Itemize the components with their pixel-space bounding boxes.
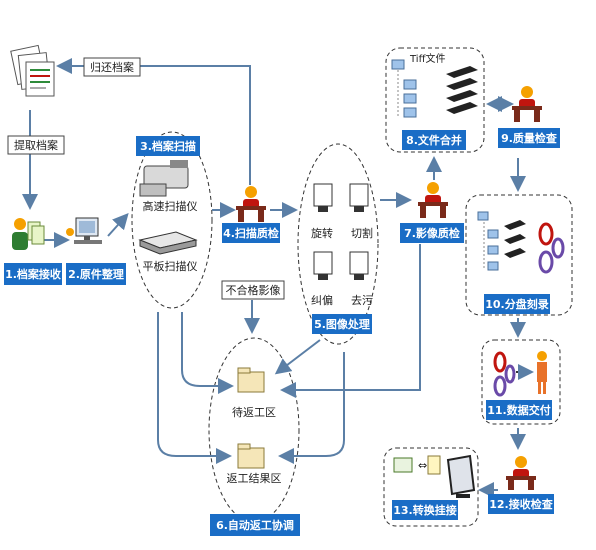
- deskew-monitor-icon: [313, 251, 333, 280]
- burn-file-tree-icon: [477, 211, 526, 271]
- burn-group-outline: [465, 194, 573, 316]
- conversion-icon: ⇔: [393, 455, 441, 475]
- step-1-label: 1.档案接收: [5, 267, 61, 281]
- unqualified-images-label: 不合格影像: [226, 283, 281, 297]
- step-9-label: 9.质量检查: [501, 131, 557, 145]
- computer-icon: [66, 217, 102, 244]
- step-7-label: 7.影像质检: [404, 226, 460, 240]
- scan-qc-person-icon: [236, 186, 266, 222]
- rework-results-folder-icon: [237, 443, 265, 469]
- tiff-files-label: Tiff文件: [409, 52, 445, 65]
- delivery-group-outline: [481, 339, 561, 425]
- return-archive-label: 归还档案: [90, 60, 134, 74]
- despeckle-label: 去污: [351, 294, 373, 307]
- crop-monitor-icon: [349, 183, 369, 212]
- step-5-label: 5.图像处理: [314, 317, 370, 331]
- archive-documents-icon: [10, 44, 55, 97]
- step-4-box: [222, 223, 280, 243]
- step-9-box: [498, 128, 560, 148]
- step-6-label: 6.自动返工协调: [216, 518, 294, 532]
- step-1-box: [4, 263, 62, 285]
- rotate-label: 旋转: [311, 226, 333, 240]
- high-speed-scanner-icon: [139, 160, 189, 197]
- deskew-label: 纠偏: [311, 293, 333, 307]
- acceptance-person-icon: [506, 456, 536, 490]
- step-3-box: [136, 136, 200, 156]
- delivery-person-icon: [537, 351, 547, 394]
- receiver-person-icon: [12, 218, 45, 250]
- step-6-box: [210, 514, 300, 536]
- step-12-box: [488, 494, 554, 514]
- disc-icon: [538, 222, 565, 274]
- image-process-group-outline: [297, 143, 379, 345]
- despeckle-monitor-icon: [349, 251, 369, 280]
- flatbed-scanner-label: 平板扫描仪: [143, 259, 198, 273]
- step-3-label: 3.档案扫描: [140, 139, 196, 153]
- step-4-label: 4.扫描质检: [223, 226, 279, 240]
- step-10-box: [484, 294, 550, 314]
- unqualified-images-callout: [221, 280, 285, 300]
- flatbed-scanner-icon: [138, 231, 198, 255]
- step-13-box: [392, 500, 458, 520]
- step-11-box: [486, 400, 552, 420]
- step-12-label: 12.接收检查: [489, 497, 553, 511]
- quality-check-person-icon: [512, 86, 542, 122]
- high-speed-scanner-label: 高速扫描仪: [143, 199, 198, 213]
- rework-group-outline: [208, 337, 300, 523]
- file-tree-icon: [391, 59, 417, 118]
- step-7-box: [400, 223, 464, 243]
- file-merge-group-outline: [385, 47, 485, 153]
- step-8-box: [402, 130, 466, 150]
- image-stack-icon: [446, 66, 478, 114]
- scanner-group-outline: [131, 131, 213, 309]
- return-archive-callout: [83, 57, 141, 77]
- svg-text:⇔: ⇔: [418, 459, 427, 472]
- image-qc-person-icon: [418, 182, 448, 218]
- pending-rework-label: 待返工区: [232, 405, 276, 419]
- delivery-discs-icon: [493, 351, 516, 397]
- step-2-box: [66, 263, 126, 285]
- step-10-label: 10.分盘刻录: [485, 297, 549, 311]
- step-5-box: [312, 314, 372, 334]
- rework-results-label: 返工结果区: [227, 472, 282, 485]
- crop-label: 切割: [351, 226, 373, 240]
- rotate-monitor-icon: [313, 183, 333, 212]
- step-13-label: 13.转换挂接: [393, 503, 457, 517]
- fetch-archive-label: 提取档案: [14, 138, 58, 152]
- attach-monitor-icon: [446, 454, 476, 498]
- step-11-label: 11.数据交付: [487, 403, 551, 417]
- fetch-archive-callout: [7, 135, 65, 155]
- step-8-label: 8.文件合并: [406, 133, 462, 147]
- step-2-label: 2.原件整理: [68, 267, 124, 281]
- pending-rework-folder-icon: [237, 367, 265, 393]
